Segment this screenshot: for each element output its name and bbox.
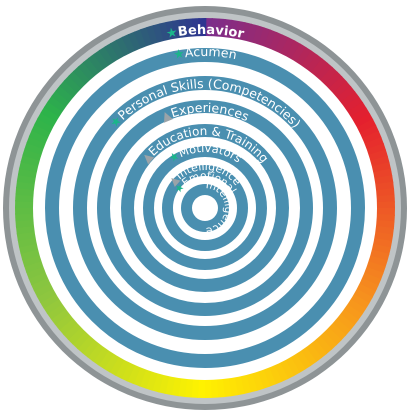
star-icon: ★ (165, 25, 179, 42)
target-bullseye (192, 195, 218, 221)
target-ring (45, 48, 365, 368)
layer-label-acumen: ★Acumen (172, 44, 238, 62)
target-ring (73, 76, 337, 340)
target-ring (162, 165, 248, 251)
layer-label-behavior: ★Behavior (165, 23, 246, 42)
target-ring (143, 146, 267, 270)
target-ring (121, 124, 289, 292)
star-icon: ★ (172, 45, 186, 62)
target-rings (45, 48, 365, 368)
target-ring (97, 100, 313, 316)
